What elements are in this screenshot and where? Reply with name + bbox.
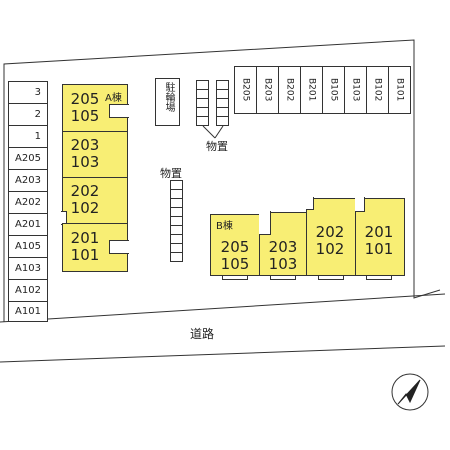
parking-space-b101: B101 [388,66,411,114]
road-edge-top [0,293,446,323]
unit-b-105-lower: 105 [220,255,250,273]
parking-space-b102: B102 [366,66,389,114]
building-a-unit-203-103 [62,131,128,178]
road-label: 道路 [190,327,215,341]
parking-space-a203: A203 [8,169,48,192]
building-b-label: B棟 [216,221,233,232]
storage-slot [170,252,183,262]
unit-a-203-upper: 203 [70,136,100,154]
parking-space-b103: B103 [344,66,367,114]
parking-space-1: 1 [8,125,48,148]
unit-a-205-upper: 205 [70,90,100,108]
unit-b-203-upper: 203 [268,238,298,256]
unit-b-201-upper: 201 [364,223,394,241]
unit-a-101-lower: 101 [70,246,100,264]
parking-space-a202: A202 [8,191,48,214]
parking-space-b202: B202 [278,66,301,114]
unit-a-102-lower: 102 [70,199,100,217]
left-parking-column: 3 2 1 A205 A203 A202 A201 A105 A103 A102… [8,81,48,322]
parking-space-b105: B105 [322,66,345,114]
entry-step [270,275,296,280]
entry-step [318,275,344,280]
building-b-unit-205-105 [210,214,260,276]
top-parking-row: B205 B203 B202 B201 B105 B103 B102 B101 [234,66,411,114]
building-a: A棟 205 105 203 103 202 102 201 101 [61,84,129,272]
unit-b-205-upper: 205 [220,238,250,256]
storage-slot [196,116,209,126]
parking-space-3: 3 [8,81,48,104]
building-b-unit-202-102 [306,198,356,276]
storage-label-middle: 物置 [160,167,182,180]
parking-space-a201: A201 [8,213,48,236]
building-b-notch-2 [306,197,314,210]
storage-cluster-top [196,80,232,128]
parking-space-2: 2 [8,103,48,126]
entry-step [222,275,248,280]
unit-a-201-upper: 201 [70,229,100,247]
parking-space-a102: A102 [8,279,48,302]
parking-space-a103: A103 [8,257,48,280]
unit-a-103-lower: 103 [70,153,100,171]
building-a-notch-lower [109,240,129,254]
parking-space-a105: A105 [8,235,48,258]
road-edge-bottom [0,345,446,363]
building-a-notch [109,104,129,118]
building-a-label: A棟 [105,93,122,104]
building-b-unit-203-103 [259,212,307,276]
building-b-notch-1 [259,211,271,235]
unit-b-102-lower: 102 [315,240,345,258]
parking-space-b203: B203 [256,66,279,114]
storage-column-middle [170,180,183,266]
storage-label-top: 物置 [206,140,228,153]
bicycle-parking-label: 駐輪場 [163,82,174,112]
unit-b-101-lower: 101 [364,240,394,258]
entry-step [366,275,392,280]
parking-space-a205: A205 [8,147,48,170]
unit-a-202-upper: 202 [70,182,100,200]
unit-b-202-upper: 202 [315,223,345,241]
bicycle-parking: 駐輪場 [155,78,180,126]
parking-space-b205: B205 [234,66,257,114]
parking-space-b201: B201 [300,66,323,114]
building-b: B棟 205 105 203 103 202 102 201 101 [210,197,405,290]
unit-b-103-lower: 103 [268,255,298,273]
storage-slot [216,116,229,126]
unit-a-105-lower: 105 [70,107,100,125]
parking-space-a101: A101 [8,301,48,322]
building-b-notch-3 [355,197,365,212]
north-arrow-icon [391,373,429,411]
